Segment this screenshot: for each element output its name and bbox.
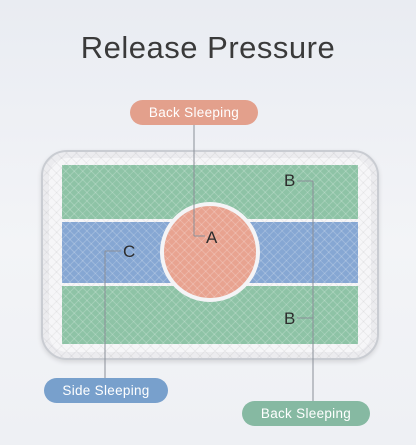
page-title: Release Pressure: [80, 30, 336, 65]
zone-label-b-bottom: B: [284, 309, 296, 328]
zone-label-b-top: B: [284, 171, 296, 190]
zone-label-a: A: [206, 228, 218, 247]
side-sleeping-label: Side Sleeping: [44, 378, 168, 403]
zone-label-c: C: [123, 242, 136, 261]
zone-back-top: [62, 165, 358, 219]
zone-head-center: [164, 206, 256, 298]
zone-back-bottom: [62, 286, 358, 344]
back-sleeping-label-bottom: Back Sleeping: [242, 401, 370, 426]
back-sleeping-label-top: Back Sleeping: [130, 100, 258, 125]
